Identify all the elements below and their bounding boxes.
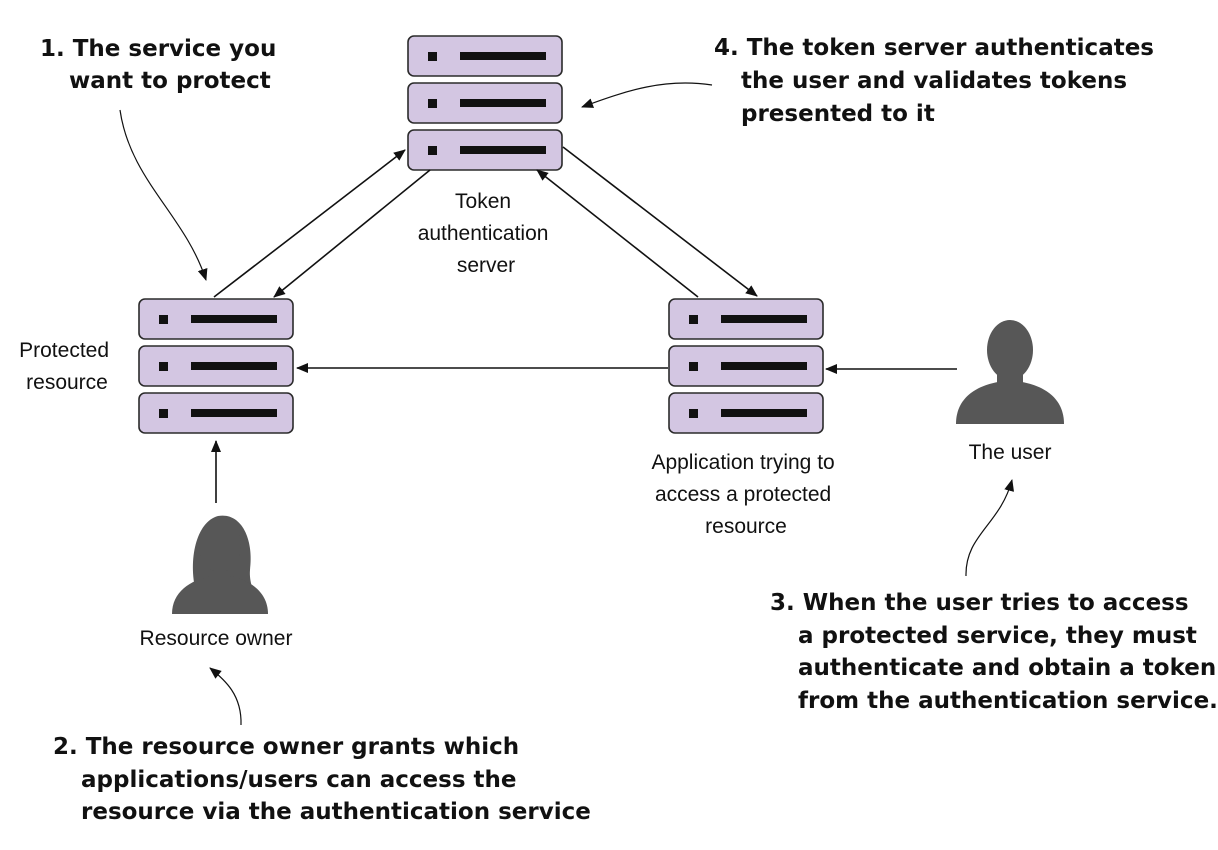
application-label: Application trying to access a protected… — [651, 451, 840, 538]
server-unit — [407, 35, 563, 77]
protected-resource-stack-icon — [138, 298, 294, 434]
server-unit — [138, 298, 294, 340]
server-unit — [668, 345, 824, 387]
server-unit — [668, 298, 824, 340]
arrow-resource-to-token — [213, 149, 406, 298]
server-unit — [668, 392, 824, 434]
server-unit — [138, 345, 294, 387]
user-label: The user — [969, 441, 1052, 464]
arrow-token-to-application — [562, 146, 758, 297]
server-unit — [407, 82, 563, 124]
resource-owner-person-icon — [172, 515, 268, 614]
callout-3: 3. When the user tries to access a prote… — [770, 590, 1218, 714]
protected-resource-label: Protected resource — [19, 339, 115, 394]
pointer-callout-4 — [581, 82, 713, 108]
resource-owner-label: Resource owner — [140, 627, 293, 650]
arrow-token-to-resource — [273, 169, 431, 298]
server-unit — [138, 392, 294, 434]
callout-1: 1. The service you want to protect — [40, 36, 284, 94]
token-server-label: Token authentication server — [418, 190, 555, 277]
arrow-application-to-token — [536, 169, 699, 298]
application-stack-icon — [668, 298, 824, 434]
callout-2: 2. The resource owner grants which appli… — [53, 734, 591, 825]
pointer-callout-3 — [965, 479, 1014, 577]
callout-4: 4. The token server authenticates the us… — [714, 35, 1162, 127]
pointer-callout-1 — [119, 109, 208, 281]
user-person-icon — [956, 320, 1064, 424]
pointer-callout-2 — [209, 667, 242, 726]
server-unit — [407, 129, 563, 171]
token-server-stack-icon — [407, 35, 563, 171]
